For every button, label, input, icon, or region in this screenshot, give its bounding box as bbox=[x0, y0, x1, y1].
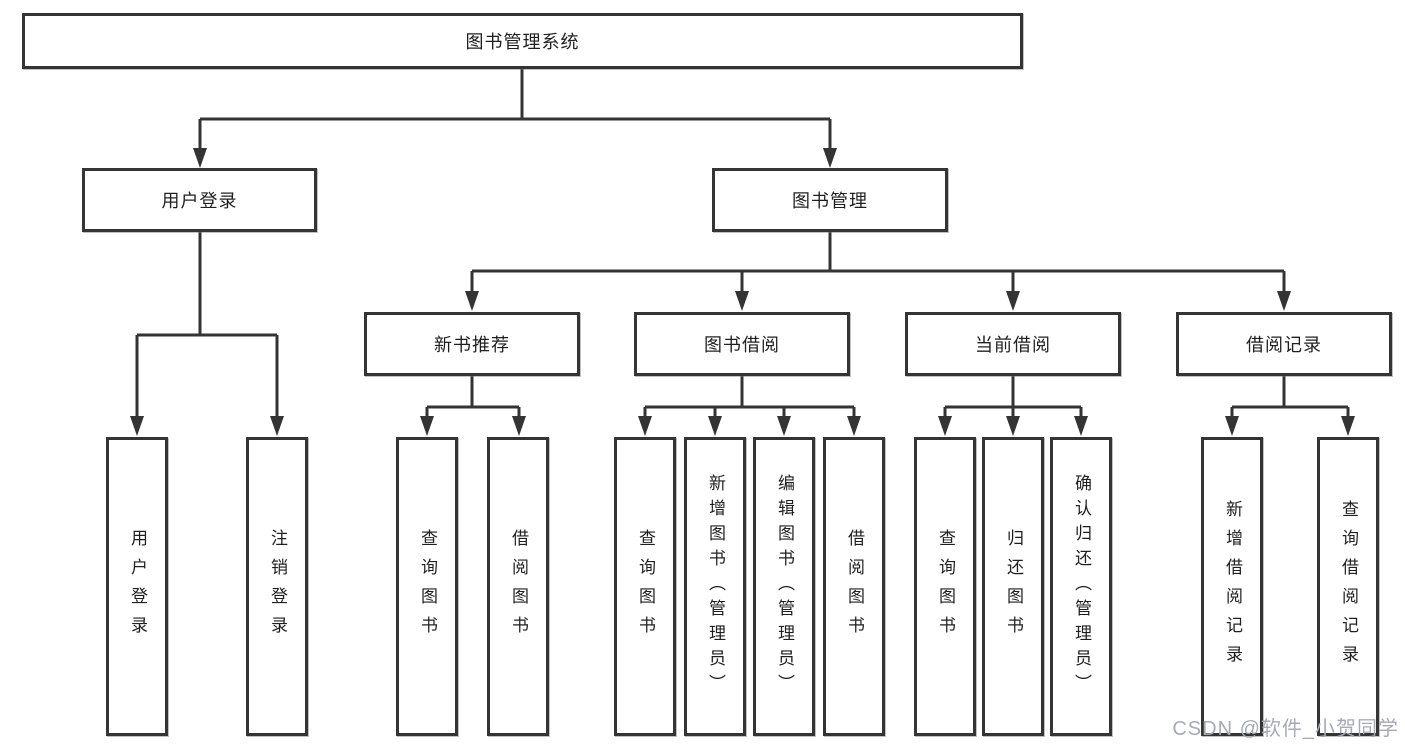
leaf-user-login: 用户登录 bbox=[106, 437, 168, 736]
node-label: 图书管理系统 bbox=[465, 32, 580, 52]
node-library-management-system: 图书管理系统 bbox=[22, 13, 1023, 69]
leaf-add-books-admin: 新增图书（管理员） bbox=[684, 437, 746, 736]
node-label: 图书借阅 bbox=[704, 335, 780, 355]
node-current-borrow: 当前借阅 bbox=[905, 312, 1121, 376]
node-book-borrow: 图书借阅 bbox=[634, 312, 850, 376]
leaf-logout: 注销登录 bbox=[246, 437, 308, 736]
node-label: 借阅记录 bbox=[1246, 335, 1322, 355]
leaf-borrow-books-recommend: 借阅图书 bbox=[487, 437, 549, 736]
leaf-confirm-return-admin: 确认归还（管理员） bbox=[1050, 437, 1112, 736]
node-label: 用户登录 bbox=[161, 191, 238, 211]
csdn-watermark: CSDN @软件_小贺同学 bbox=[1172, 718, 1399, 740]
leaf-query-borrow-record: 查询借阅记录 bbox=[1317, 437, 1379, 736]
node-borrow-records: 借阅记录 bbox=[1176, 312, 1392, 376]
node-book-management-branch: 图书管理 bbox=[712, 168, 948, 232]
leaf-add-borrow-record: 新增借阅记录 bbox=[1201, 437, 1263, 736]
leaf-query-books-current: 查询图书 bbox=[914, 437, 976, 736]
leaf-edit-books-admin: 编辑图书（管理员） bbox=[753, 437, 815, 736]
leaf-borrow-books: 借阅图书 bbox=[823, 437, 885, 736]
node-new-book-recommend: 新书推荐 bbox=[364, 312, 580, 376]
leaf-query-books-borrow: 查询图书 bbox=[614, 437, 676, 736]
node-label: 新书推荐 bbox=[434, 335, 510, 355]
leaf-return-books: 归还图书 bbox=[982, 437, 1044, 736]
leaf-query-books-recommend: 查询图书 bbox=[396, 437, 458, 736]
node-label: 当前借阅 bbox=[975, 335, 1051, 355]
node-user-login-branch: 用户登录 bbox=[82, 168, 317, 232]
node-label: 图书管理 bbox=[792, 191, 868, 211]
